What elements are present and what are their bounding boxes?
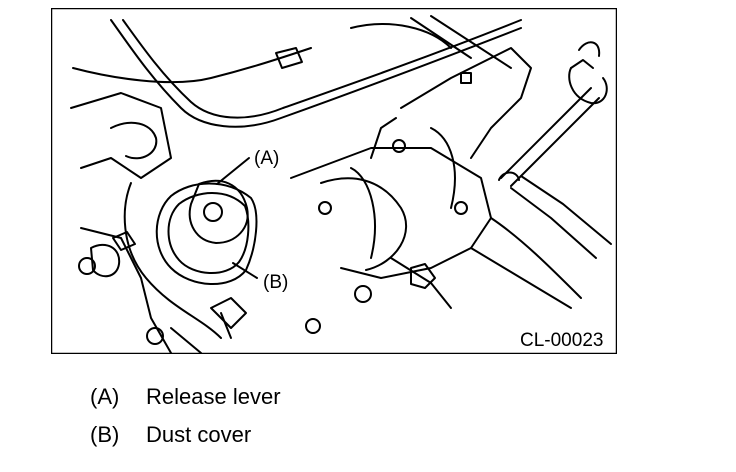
bolt-lower-left [146,327,164,345]
leader-line-a [216,157,250,185]
legend-key: (A) [90,384,120,409]
upper-hose-inner [122,19,522,119]
upper-hose [110,19,522,128]
legend-key: (B) [90,422,120,447]
diagram-figure: (A) (B) CL-00023 [51,8,617,354]
release-lever-shape [188,179,249,244]
callout-a: (A) [254,148,279,169]
transmission-illustration: (A) (B) CL-00023 [51,8,617,354]
legend-label: Dust cover [146,422,252,447]
figure-code: CL-00023 [520,330,603,351]
figure-border [51,8,617,354]
legend-label: Release lever [146,384,281,409]
callout-b: (B) [263,272,288,293]
bolt-left [78,257,96,275]
leader-line-b [232,262,258,279]
line-art [70,15,612,354]
hose-clip [275,47,303,69]
